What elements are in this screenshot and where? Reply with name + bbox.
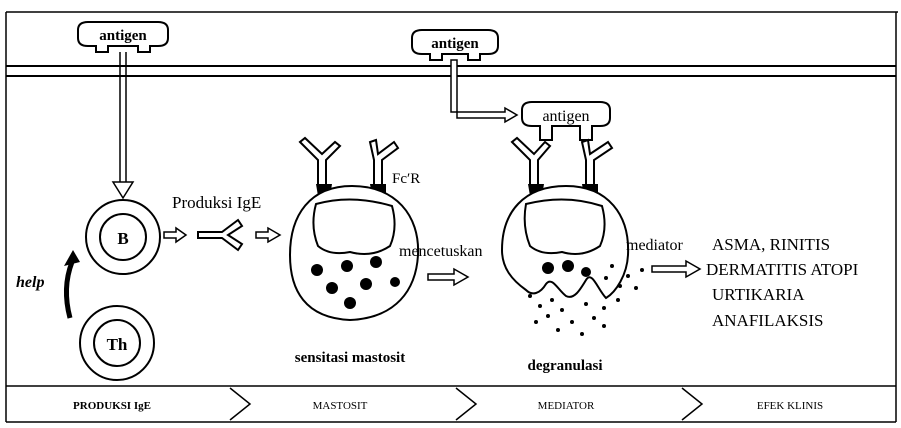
effect-anafilaksis: ANAFILAKSIS xyxy=(712,311,823,330)
stage-mediator: MEDIATOR xyxy=(538,400,595,412)
th-cell: Th xyxy=(80,306,154,380)
arrow-antigen-to-cross xyxy=(451,60,517,122)
antigen-1: antigen xyxy=(78,22,168,52)
ige-antibody-icon xyxy=(198,220,242,250)
arrow-b-to-ige xyxy=(164,228,186,242)
arrow-ige-to-mast xyxy=(256,228,280,242)
antigen-3: antigen xyxy=(522,102,610,140)
antigen-2-label: antigen xyxy=(431,36,479,52)
arrow-antigen-to-b xyxy=(113,52,133,198)
mediator-label: mediator xyxy=(626,237,684,254)
antigen-1-label: antigen xyxy=(99,28,147,44)
effect-asma: ASMA, RINITIS xyxy=(712,235,830,254)
clinical-effects: ASMA, RINITIS DERMATITIS ATOPI URTIKARIA… xyxy=(706,235,859,330)
fcr-label: FcʹR xyxy=(392,171,420,187)
produksi-ige-label: Produksi IgE xyxy=(172,193,261,212)
degranulasi-label: degranulasi xyxy=(527,358,602,374)
arrow-mencetuskan xyxy=(428,269,468,285)
antigen-2: antigen xyxy=(412,30,498,60)
mast-cell-degranulating: degranulasi xyxy=(502,138,644,374)
antigen-3-label: antigen xyxy=(542,108,589,125)
effect-dermatitis: DERMATITIS ATOPI xyxy=(706,260,859,279)
stage-efek-klinis: EFEK KLINIS xyxy=(757,400,823,412)
b-cell-label: B xyxy=(117,229,128,248)
mencetuskan-label: mencetuskan xyxy=(399,243,483,260)
stage-mastosit: MASTOSIT xyxy=(313,400,368,412)
th-cell-label: Th xyxy=(107,335,128,354)
stage-bar xyxy=(230,388,702,420)
stage-produksi: PRODUKSI IgE xyxy=(73,400,151,412)
b-cell: B xyxy=(86,200,160,274)
help-label: help xyxy=(16,274,44,291)
sensitasi-label: sensitasi mastosit xyxy=(295,350,405,366)
help-arrow: help xyxy=(16,250,80,318)
arrow-mediator xyxy=(652,261,700,277)
effect-urtikaria: URTIKARIA xyxy=(712,285,805,304)
